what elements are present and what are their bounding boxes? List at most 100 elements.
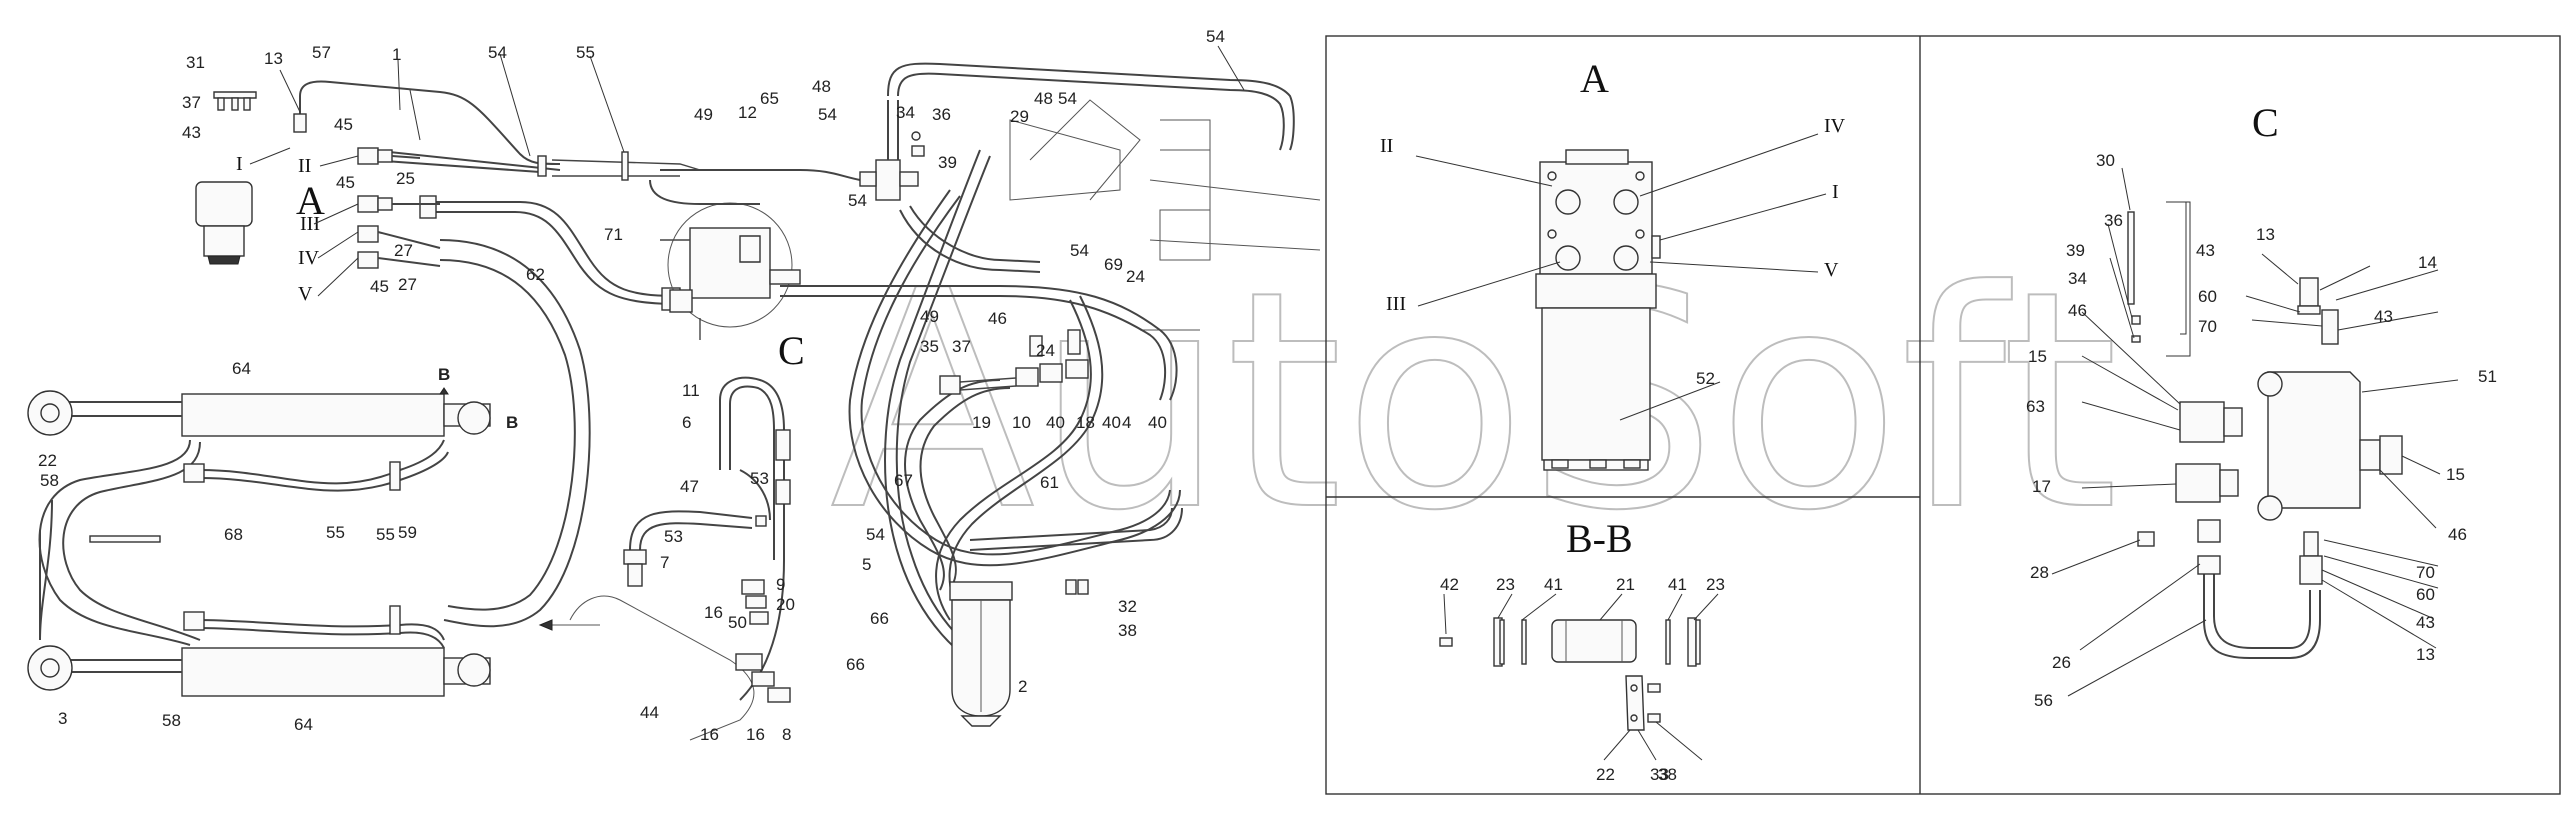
- section-a-title: A: [1580, 56, 1609, 101]
- callout-label: 56: [2034, 691, 2053, 710]
- callout-label: 16: [700, 725, 719, 744]
- callout-label: 42: [1440, 575, 1459, 594]
- callout-label: 48: [812, 77, 831, 96]
- callout-label: 45: [370, 277, 389, 296]
- section-a-steering-unit: A: [1535, 56, 1661, 471]
- leader-lines: [249, 45, 2459, 761]
- callout-label: 19: [972, 413, 991, 432]
- section-c-valve-block: C: [2127, 100, 2403, 659]
- callout-label: 46: [2448, 525, 2467, 544]
- callout-label: 65: [760, 89, 779, 108]
- view-marker-b-2: B: [506, 413, 518, 432]
- distributor-block: [660, 202, 801, 340]
- callout-label: 70: [2198, 317, 2217, 336]
- bracket: [2166, 201, 2191, 357]
- callout-label: 68: [224, 525, 243, 544]
- callout-label: 38: [1658, 765, 1677, 784]
- callout-label: 24: [1036, 341, 1055, 360]
- port-label-iii-left: III: [300, 213, 320, 235]
- callout-label: 69: [1104, 255, 1123, 274]
- ghost-outline: [1009, 99, 1321, 331]
- callout-label: 16: [704, 603, 723, 622]
- callout-label: 27: [398, 275, 417, 294]
- callout-label: 26: [2052, 653, 2071, 672]
- callout-label: 8: [782, 725, 791, 744]
- callout-label: 27: [394, 241, 413, 260]
- callout-label: 5: [862, 555, 871, 574]
- section-c-title: C: [2252, 100, 2279, 145]
- callout-label: 46: [2068, 301, 2087, 320]
- callout-label: 43: [2374, 307, 2393, 326]
- callout-label: 3: [58, 709, 67, 728]
- port-label-i-left: I: [236, 153, 243, 175]
- view-marker-a: A: [296, 178, 325, 223]
- callout-label: 51: [2478, 367, 2497, 386]
- callout-label: 40: [1148, 413, 1167, 432]
- callout-label: 63: [2026, 397, 2045, 416]
- callout-label: 41: [1668, 575, 1687, 594]
- callout-label: 1: [392, 45, 401, 64]
- callout-label: 41: [1544, 575, 1563, 594]
- section-bb-title: B-B: [1566, 516, 1633, 561]
- callout-label: 45: [336, 173, 355, 192]
- callout-label: 16: [746, 725, 765, 744]
- callout-label: 36: [2104, 211, 2123, 230]
- callout-label: 9: [776, 575, 785, 594]
- callout-label: 50: [728, 613, 747, 632]
- callout-label: 15: [2028, 347, 2047, 366]
- detail-frames: [1325, 35, 2561, 795]
- callout-label: 37: [952, 337, 971, 356]
- callout-label: 55: [576, 43, 595, 62]
- callout-label: 36: [932, 105, 951, 124]
- port-label-i-section-a: I: [1832, 181, 1839, 203]
- callout-label: 43: [2196, 241, 2215, 260]
- callout-label: 52: [1696, 369, 1715, 388]
- callout-label: 22: [1596, 765, 1615, 784]
- callout-label: 66: [846, 655, 865, 674]
- callout-label: 49: [920, 307, 939, 326]
- callout-label: 45: [334, 115, 353, 134]
- callout-label: 46: [988, 309, 1007, 328]
- port-label-iii-section-a: III: [1386, 293, 1406, 315]
- callout-label: 34: [896, 103, 915, 122]
- callout-label: 54: [1070, 241, 1089, 260]
- callout-label: 47: [680, 477, 699, 496]
- callout-label: 53: [750, 469, 769, 488]
- callout-label: 20: [776, 595, 795, 614]
- callout-label: 13: [2256, 225, 2275, 244]
- callout-label: 35: [920, 337, 939, 356]
- callout-label: 14: [2418, 253, 2437, 272]
- watermark: AutoSoft: [830, 227, 2118, 576]
- callout-label: 60: [2198, 287, 2217, 306]
- callout-label: 13: [264, 49, 283, 68]
- callout-label: 24: [1126, 267, 1145, 286]
- callout-label: 60: [2416, 585, 2435, 604]
- callout-label: 22: [38, 451, 57, 470]
- callout-label: 40: [1102, 413, 1121, 432]
- callout-label: 7: [660, 553, 669, 572]
- callout-label: 61: [1040, 473, 1059, 492]
- hydraulic-cylinder-upper: [27, 387, 491, 437]
- callout-label: 18: [1076, 413, 1095, 432]
- callout-label: 53: [664, 527, 683, 546]
- callout-label: 55: [326, 523, 345, 542]
- callout-label: 58: [162, 711, 181, 730]
- callout-label: 28: [2030, 563, 2049, 582]
- view-marker-b-1: B: [438, 365, 450, 384]
- port-label-iv-left: IV: [298, 247, 320, 269]
- callout-label: 21: [1616, 575, 1635, 594]
- port-label-ii-section-a: II: [1380, 135, 1393, 157]
- callout-label: 34: [2068, 269, 2087, 288]
- callout-label: 58: [40, 471, 59, 490]
- callout-label: 4: [1122, 413, 1131, 432]
- callout-label: 11: [682, 381, 700, 400]
- detail-frame-outer: [1325, 35, 2561, 795]
- callout-label: 43: [182, 123, 201, 142]
- callout-label: 57: [312, 43, 331, 62]
- callout-label: 66: [870, 609, 889, 628]
- callout-label: 62: [526, 265, 545, 284]
- hydraulic-filter: [949, 579, 1089, 727]
- callout-label: 54: [1058, 89, 1077, 108]
- callout-label: 54: [848, 191, 867, 210]
